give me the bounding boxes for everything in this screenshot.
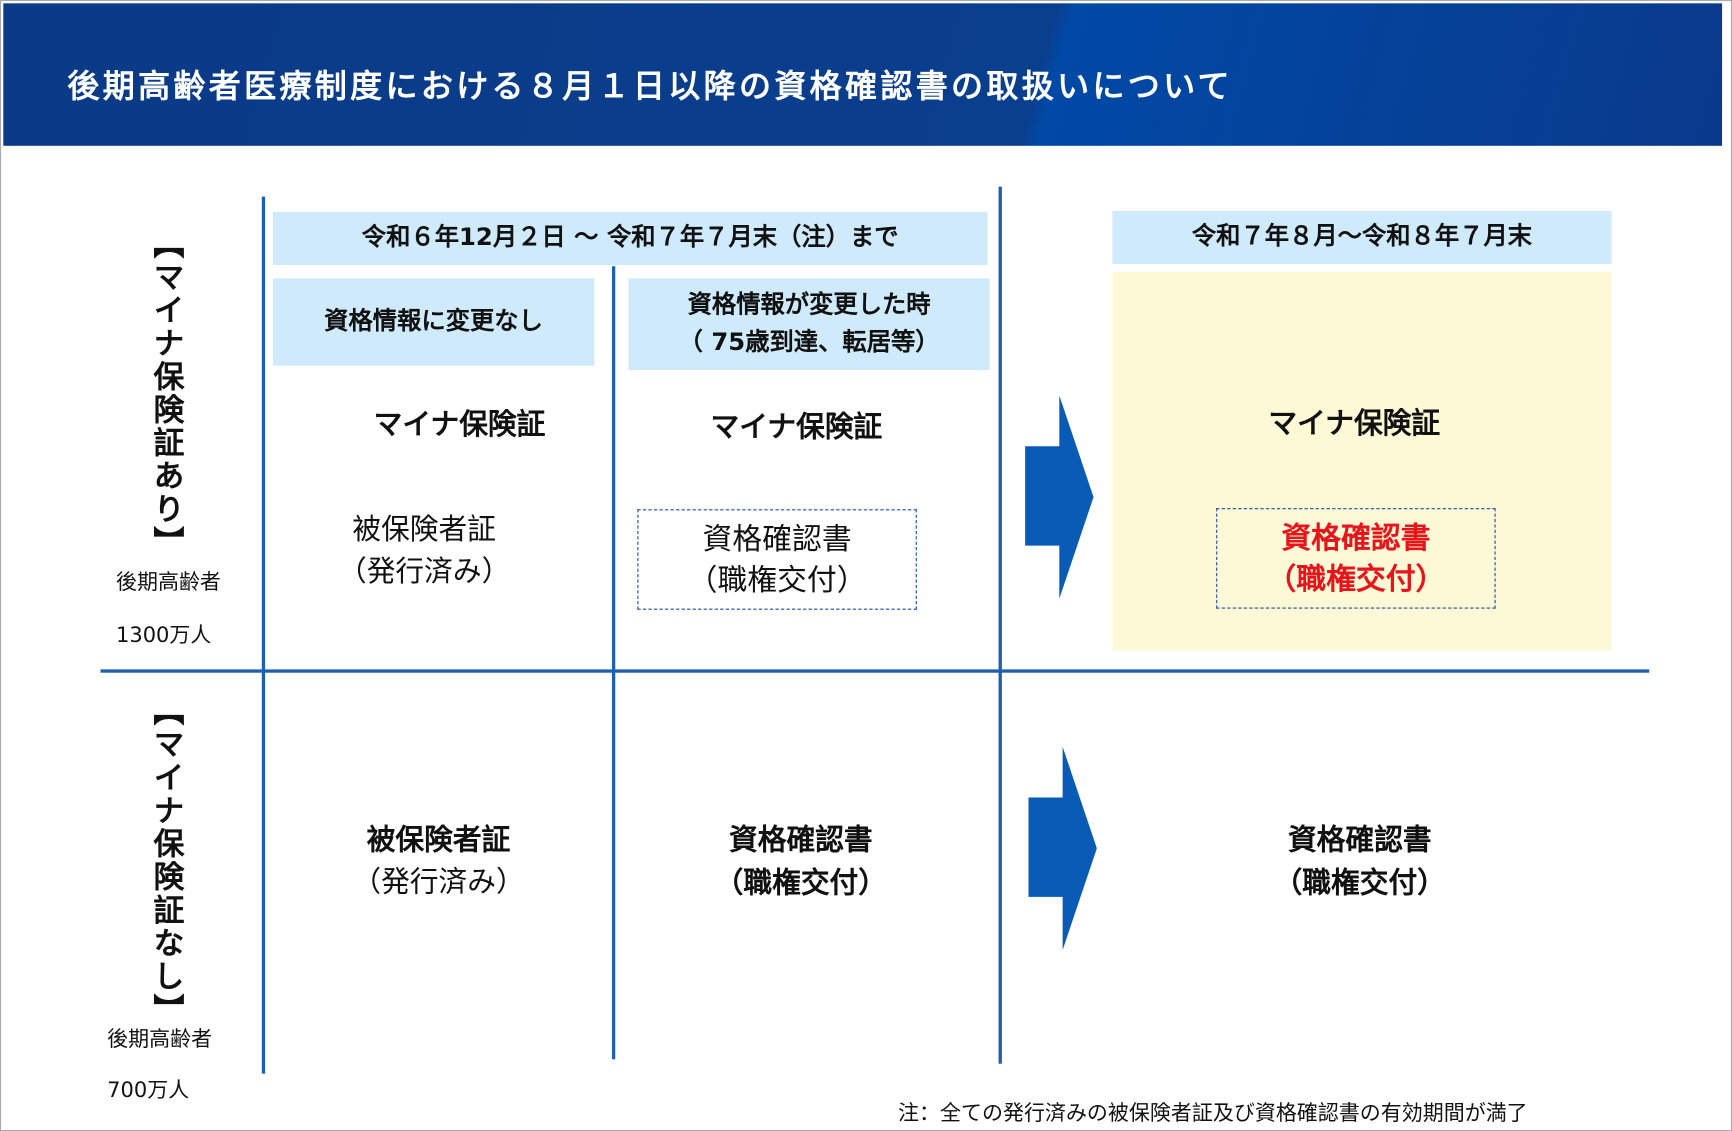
row-label-without: 【マイナ保険証なし】 [149, 694, 186, 1027]
divider [261, 196, 266, 1074]
title-banner: 後期高齢者医療制度における８月１日以降の資格確認書の取扱いについて [3, 3, 1723, 146]
card-name: 資格確認書 [1287, 824, 1432, 858]
arrow-right-icon [1025, 395, 1094, 599]
footnote: 注：全ての発行済みの被保険者証及び資格確認書の有効期間が満了 [898, 1101, 1528, 1126]
card-note: （職権交付） [714, 867, 887, 901]
card-name: 被保険者証 [366, 824, 511, 858]
card-note: （発行済み） [352, 866, 525, 900]
card-note: （職権交付） [1266, 561, 1446, 596]
card-name: 資格確認書 [729, 824, 873, 858]
card-name: 資格確認書 [1281, 520, 1431, 556]
divider [100, 669, 1650, 673]
card-note: （職権交付） [687, 562, 867, 598]
period-future: 令和７年８月～令和８年７月末 [1112, 210, 1612, 264]
dashed-box: 資格確認書 （職権交付） [637, 509, 917, 610]
count-label: 700万人 [107, 1078, 190, 1103]
card-name: 資格確認書 [702, 521, 852, 557]
subheader-changed: 資格情報が変更した時 （ 75歳到達、転居等） [628, 278, 990, 371]
count-label: 1300万人 [115, 622, 212, 648]
card-note: （発行済み） [337, 555, 511, 589]
subheader-line: 資格情報が変更した時 [687, 291, 931, 319]
card-name: マイナ保険証 [373, 408, 546, 442]
card-name: 被保険者証 [352, 513, 496, 547]
card-note: （職権交付） [1273, 867, 1446, 901]
dashed-box-highlight: 資格確認書 （職権交付） [1216, 508, 1496, 609]
card-name: マイナ保険証 [1268, 407, 1441, 441]
row-label-with: 【マイナ保険証あり】 [149, 227, 186, 559]
page-title: 後期高齢者医療制度における８月１日以降の資格確認書の取扱いについて [67, 67, 1233, 105]
divider [998, 186, 1002, 1064]
card-name: マイナ保険証 [710, 410, 883, 445]
period-current: 令和６年12月２日 ～ 令和７年７月末（注）まで [272, 212, 988, 266]
highlight-box [1112, 271, 1612, 651]
group-label: 後期高齢者 [115, 569, 221, 595]
group-label: 後期高齢者 [107, 1027, 213, 1052]
divider [611, 266, 616, 1060]
subheader-line: （ 75歳到達、転居等） [678, 328, 940, 357]
arrow-right-icon [1028, 746, 1097, 950]
subheader-no-change: 資格情報に変更なし [272, 278, 595, 366]
